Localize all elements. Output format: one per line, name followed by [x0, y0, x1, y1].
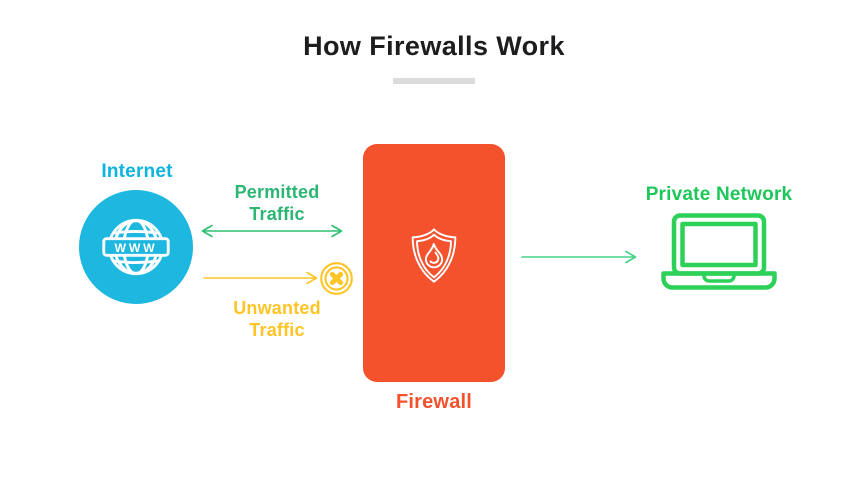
firewall-label: Firewall [395, 391, 473, 413]
permitted-traffic-label: Permitted Traffic [234, 182, 320, 224]
unwanted-traffic-arrow-icon [203, 271, 318, 285]
laptop-icon [661, 213, 777, 290]
internet-label: Internet [101, 161, 173, 182]
private-network-label: Private Network [645, 184, 793, 205]
shield-flame-icon [411, 228, 457, 283]
page-title: How Firewalls Work [303, 31, 565, 61]
to-private-network-arrow-icon [521, 250, 637, 264]
globe-www-text: WWW [115, 241, 158, 255]
permitted-traffic-double-arrow-icon [201, 224, 343, 238]
internet-node: WWW [79, 190, 193, 304]
firewall-node [363, 144, 505, 382]
blocked-cross-icon [320, 262, 353, 295]
title-underline-divider [393, 78, 475, 84]
www-globe-icon: WWW [102, 218, 170, 276]
unwanted-traffic-label: Unwanted Traffic [233, 298, 321, 340]
